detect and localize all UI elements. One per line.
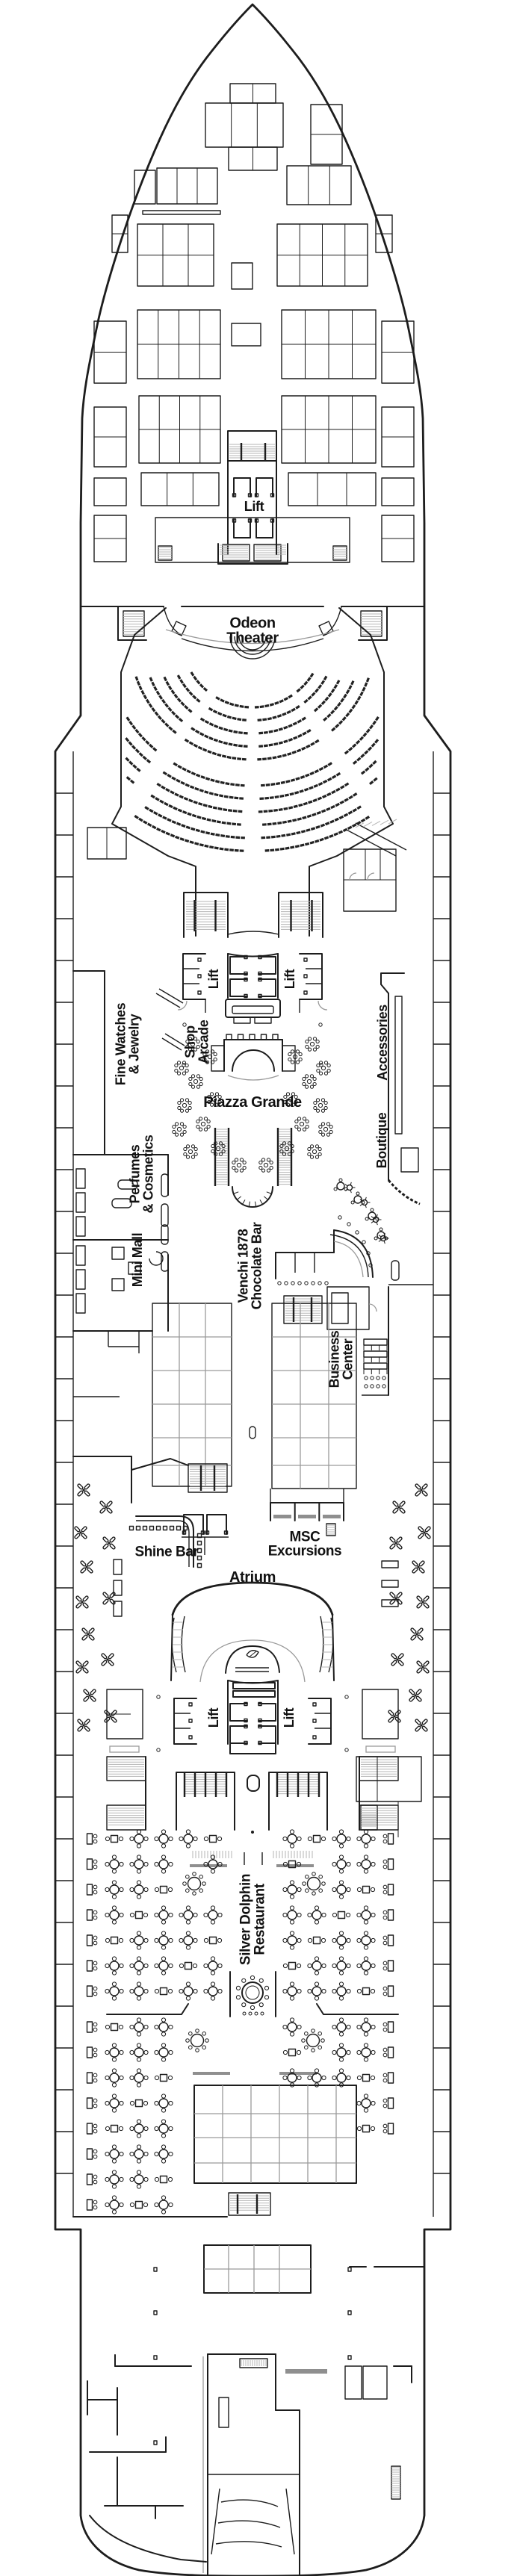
stern-service-deck (87, 2267, 412, 2576)
label-msc-excursions: MSC Excursions (267, 1529, 342, 1559)
forward-stair-lift-lobby (217, 430, 288, 565)
label-lift-midship-left: Lift (205, 969, 221, 990)
label-venchi: Venchi 1878 Chocolate Bar (235, 1222, 264, 1310)
shopping-gallery (72, 970, 433, 1472)
label-piazza-grande: Piazza Grande (203, 1093, 302, 1111)
label-silver-dolphin: Silver Dolphin Restaurant (238, 1873, 268, 1966)
odeon-theater-room (80, 606, 425, 937)
pantry-service-area (152, 1303, 357, 1489)
label-mini-mall: Mini Mall (129, 1232, 145, 1288)
label-atrium: Atrium (229, 1568, 276, 1586)
label-lift-midship-right: Lift (282, 969, 297, 990)
restaurant-tables (86, 1829, 394, 2215)
piazza-grande-area (172, 1037, 333, 1173)
label-shop-arcade: Shop Arcade (182, 1019, 211, 1064)
label-boutique: Boutique (374, 1112, 389, 1169)
label-accessories: Accessories (374, 1005, 390, 1081)
label-odeon-theater: Odeon Theater (226, 615, 279, 647)
hull-balcony-notches (55, 751, 450, 2217)
label-business-center: Business Center (326, 1330, 356, 1388)
label-lift-forward: Lift (244, 498, 264, 514)
ship-hull-outline (54, 3, 452, 2576)
label-lift-aft-right: Lift (281, 1707, 297, 1728)
midship-stairs-lifts (177, 848, 397, 1208)
label-perfumes: Perfumes & Cosmetics (127, 1135, 156, 1214)
bow-cabin-block (93, 83, 415, 563)
label-fine-watches: Fine Watches & Jewelry (113, 1002, 142, 1086)
restaurant-structure (72, 1756, 425, 2268)
atrium-area (74, 1458, 431, 1754)
label-lift-aft-left: Lift (205, 1707, 221, 1728)
theater-seating (125, 671, 380, 852)
galley-block (193, 2085, 357, 2294)
label-shine-bar: Shine Bar (134, 1544, 199, 1560)
